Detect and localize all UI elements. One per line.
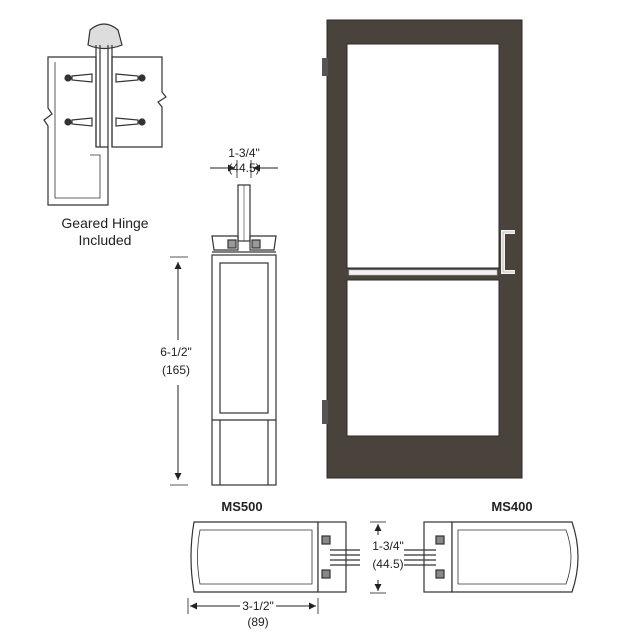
stile-width-metric: (44.5)	[228, 161, 259, 175]
section-label-ms400: MS400	[491, 499, 532, 514]
hinge-label-line1: Geared Hinge	[61, 215, 148, 231]
plan-thickness-fraction: 1-3/4"	[372, 539, 404, 553]
plan-thickness-dimension	[370, 521, 386, 594]
door-elevation	[322, 19, 523, 479]
top-hinge	[322, 58, 328, 76]
stile-section	[211, 184, 277, 486]
stile-width-dimension	[210, 160, 278, 178]
geared-hinge-detail	[43, 23, 167, 206]
plan-thickness-metric: (44.5)	[372, 557, 403, 571]
lower-glass-panel	[346, 279, 500, 437]
bottom-hinge	[322, 400, 328, 424]
ms500-plan-section	[190, 521, 360, 593]
plan-width-fraction: 3-1/2"	[242, 599, 274, 613]
plan-width-metric: (89)	[247, 615, 268, 629]
section-label-ms500: MS500	[221, 499, 262, 514]
stile-depth-fraction: 6-1/2"	[160, 345, 192, 359]
hinge-label-line2: Included	[79, 232, 132, 248]
push-bar	[348, 269, 498, 276]
ms400-plan-section	[404, 521, 579, 593]
stile-depth-dimension	[170, 256, 188, 486]
stile-depth-metric: (165)	[162, 363, 190, 377]
upper-glass-panel	[346, 43, 500, 269]
plan-width-dimension	[187, 598, 319, 614]
stile-width-fraction: 1-3/4"	[228, 146, 260, 160]
